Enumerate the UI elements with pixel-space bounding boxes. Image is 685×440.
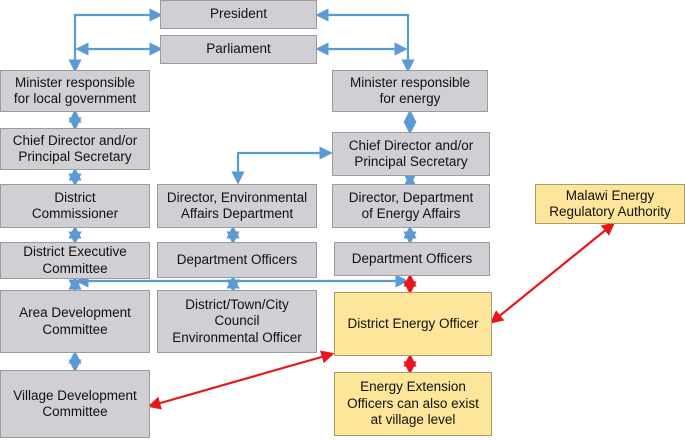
chief-director-local-box: Chief Director and/or Principal Secretar… bbox=[0, 128, 150, 170]
mera-box: Malawi Energy Regulatory Authority bbox=[535, 184, 685, 224]
energy-extension-officers-box: Energy Extension Officers can also exist… bbox=[334, 372, 492, 436]
edge-deo-village bbox=[147, 350, 335, 410]
director-environmental-box: Director, Environmental Affairs Departme… bbox=[157, 184, 317, 228]
village-development-committee-box: Village Development Committee bbox=[0, 370, 150, 438]
department-officers-energy-box: Department Officers bbox=[334, 242, 490, 276]
edge-deo-mera bbox=[489, 222, 616, 324]
director-energy-box: Director, Department of Energy Affairs bbox=[332, 184, 490, 228]
council-environmental-officer-box: District/Town/City Council Environmental… bbox=[157, 290, 317, 353]
edge-president-minister-energy bbox=[315, 8, 415, 73]
minister-energy-box: Minister responsible for energy bbox=[332, 70, 488, 112]
edge-president-minister-local bbox=[68, 8, 163, 73]
chief-director-energy-box: Chief Director and/or Principal Secretar… bbox=[332, 132, 490, 176]
district-executive-committee-box: District Executive Committee bbox=[0, 242, 150, 279]
edge-chief-energy-director-env bbox=[231, 146, 333, 185]
department-officers-env-box: Department Officers bbox=[157, 242, 317, 278]
minister-local-government-box: Minister responsible for local governmen… bbox=[0, 70, 150, 112]
district-energy-officer-box: District Energy Officer bbox=[334, 292, 492, 356]
president-box: President bbox=[160, 0, 317, 29]
parliament-box: Parliament bbox=[160, 35, 317, 64]
district-commissioner-box: District Commissioner bbox=[0, 184, 150, 228]
area-development-committee-box: Area Development Committee bbox=[0, 290, 150, 353]
